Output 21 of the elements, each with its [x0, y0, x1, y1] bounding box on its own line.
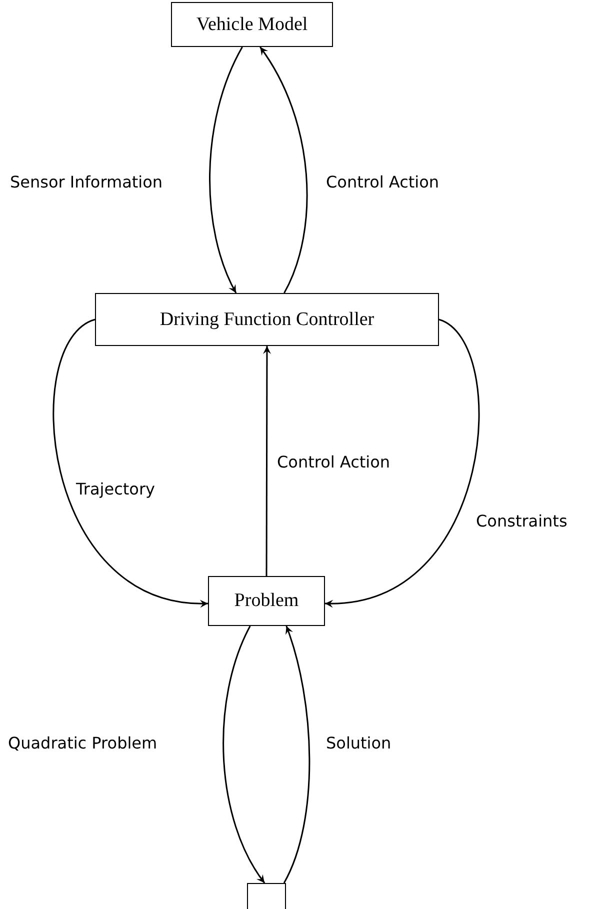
process-box [208, 576, 325, 626]
arrow [262, 346, 271, 576]
edge-label: Constraints [476, 512, 568, 530]
edge-label: Solution [326, 734, 392, 752]
node-label: Problem [234, 590, 299, 612]
arrow [222, 626, 266, 884]
arrow [259, 46, 308, 294]
node-label: Driving Function Controller [160, 308, 374, 330]
edge-label: Quadratic Problem [8, 734, 158, 752]
edge-label: Control Action [326, 172, 440, 192]
arrow [52, 318, 208, 607]
edge-label: Control Action [277, 452, 390, 472]
edge-label: Sensor Information [10, 172, 163, 192]
arrow [324, 318, 480, 607]
arrow [209, 46, 243, 294]
empty-box [247, 883, 286, 909]
process-box [171, 2, 333, 47]
process-box [95, 293, 439, 346]
edge-label: Trajectory [76, 480, 155, 498]
arrow [283, 626, 310, 884]
node-label: Vehicle Model [196, 14, 308, 36]
